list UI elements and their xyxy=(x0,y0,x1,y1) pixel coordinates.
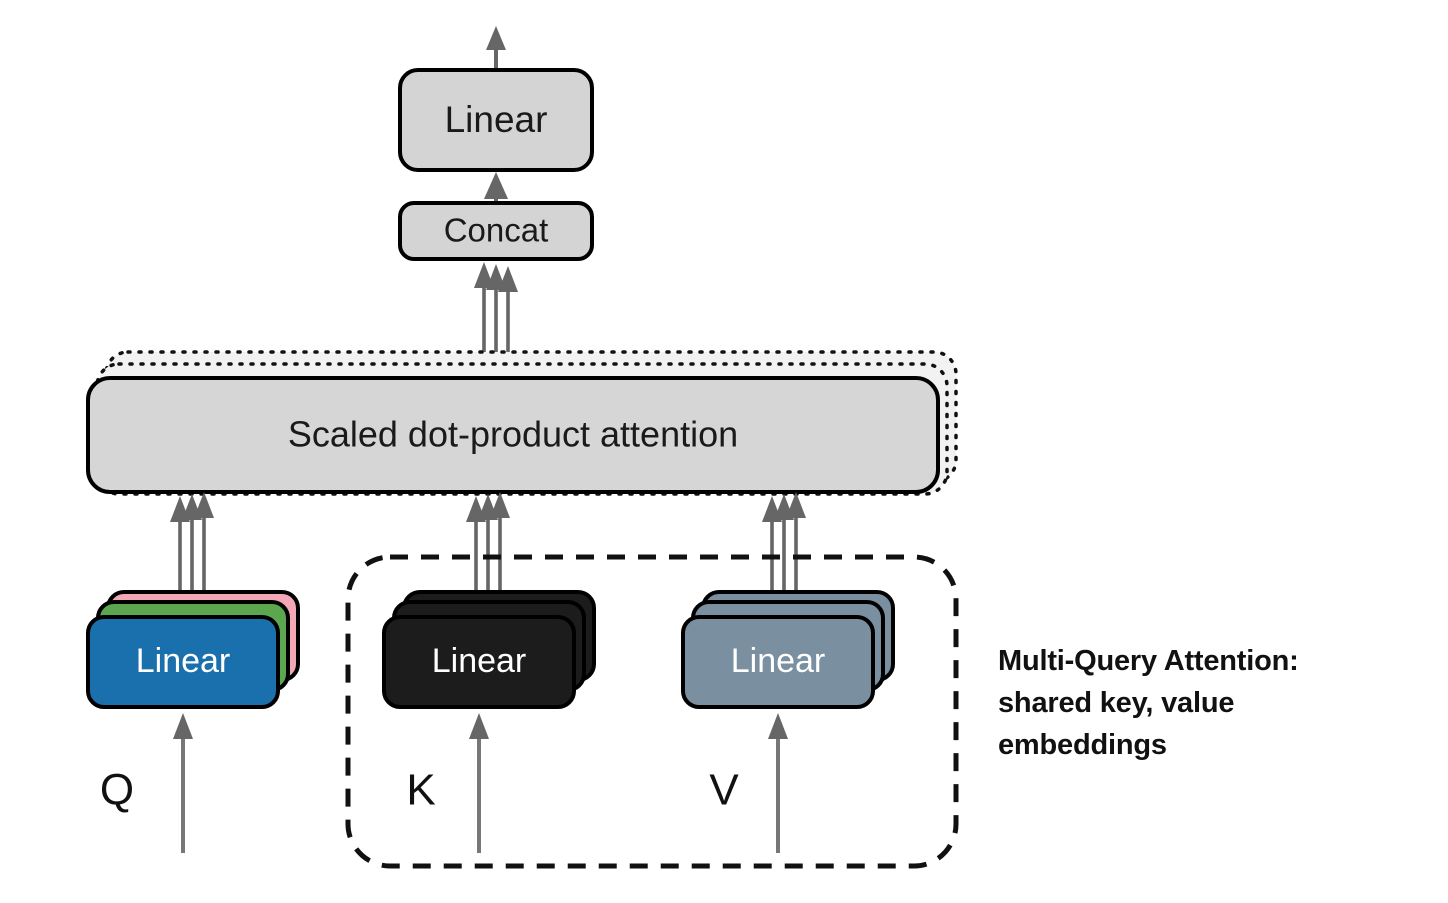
edge-k-input-to-k-linear xyxy=(469,713,489,853)
shared-kv-group-boundary xyxy=(345,554,959,869)
node-v-linear-stack[interactable]: Linear xyxy=(681,590,895,709)
input-label-k: K xyxy=(406,766,435,815)
concat-box[interactable] xyxy=(398,201,594,261)
q-linear-label: Linear xyxy=(136,642,231,680)
q-linear-box[interactable] xyxy=(86,615,280,709)
v-linear-label: Linear xyxy=(731,642,826,680)
edge-output-linear-to-output xyxy=(486,26,506,72)
concat-label: Concat xyxy=(444,212,549,249)
output-linear-box[interactable] xyxy=(398,68,594,172)
k-linear-box[interactable] xyxy=(382,615,576,709)
node-concat[interactable]: Concat xyxy=(398,201,594,261)
edge-v-input-to-v-linear xyxy=(768,713,788,853)
input-label-q: Q xyxy=(100,766,134,815)
edge-v-linear-to-attention xyxy=(762,492,806,615)
attention-box[interactable] xyxy=(86,376,940,494)
node-attention-stack[interactable]: Scaled dot-product attention xyxy=(86,350,958,496)
k-linear-label: Linear xyxy=(432,642,527,680)
edge-concat-to-output-linear xyxy=(484,172,508,203)
annotation-multi-query-attention: Multi-Query Attention: shared key, value… xyxy=(998,645,1299,761)
node-k-linear-stack[interactable]: Linear xyxy=(382,590,596,709)
edge-q-input-to-q-linear xyxy=(173,713,193,853)
annotation-line-1: Multi-Query Attention: xyxy=(998,645,1299,677)
output-linear-label: Linear xyxy=(445,99,548,140)
v-linear-box[interactable] xyxy=(681,615,875,709)
annotation-line-2: shared key, value xyxy=(998,687,1234,719)
attention-label: Scaled dot-product attention xyxy=(288,414,738,455)
input-label-v: V xyxy=(709,766,739,815)
annotation-line-3: embeddings xyxy=(998,729,1167,761)
node-output-linear[interactable]: Linear xyxy=(398,68,594,172)
node-q-linear-stack[interactable]: Linear xyxy=(86,590,300,709)
